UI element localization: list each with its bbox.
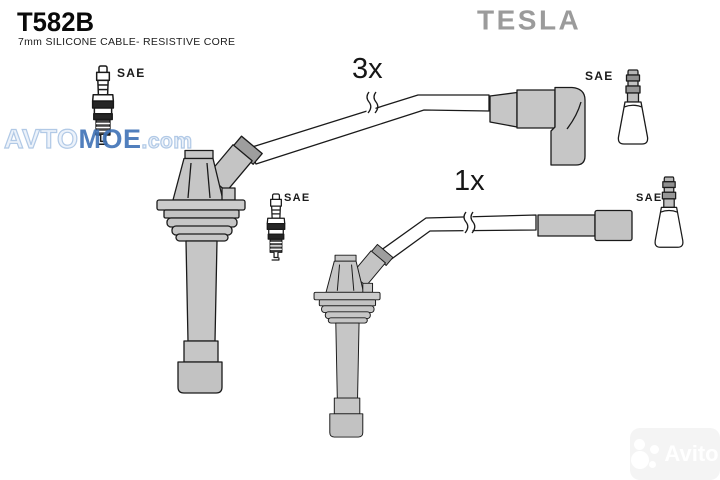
site-watermark-prefix: AVTO [3,123,79,154]
part-number: T582B [17,7,94,37]
cable-terminal-icon [654,176,684,248]
cable-break-mark [470,211,476,234]
site-watermark-mid: MOE [78,124,142,154]
top-cable-drawing [248,86,586,166]
site-watermark-suffix: .com [141,129,193,153]
elbow-boot [550,86,586,166]
site-watermark: AVTOMOE.com [3,123,193,155]
bottom-cable-drawing [376,209,633,264]
sae-label-bottom-left: SAE [284,192,311,204]
cable-terminal-icon [617,69,649,145]
coil-boot-small [313,243,394,438]
cable-break-mark [463,211,469,234]
quantity-label-top: 3x [352,53,383,85]
tesla-logo: TESLA [477,5,582,36]
sae-label-top-left: SAE [117,66,146,80]
cable-break-mark [366,91,372,114]
sae-label-bottom-right: SAE [636,192,663,204]
avito-watermark-text: Avito [664,441,719,466]
sae-label-top-right: SAE [585,69,614,83]
avito-watermark: Avito [630,428,720,480]
avito-logo-icon [631,438,660,470]
coil-boot-large [156,134,263,394]
quantity-label-bottom: 1x [454,165,485,197]
product-description: 7mm SILICONE CABLE- RESISTIVE CORE [18,36,236,48]
spark-plug-icon [266,193,286,261]
cable-break-mark [373,91,379,114]
